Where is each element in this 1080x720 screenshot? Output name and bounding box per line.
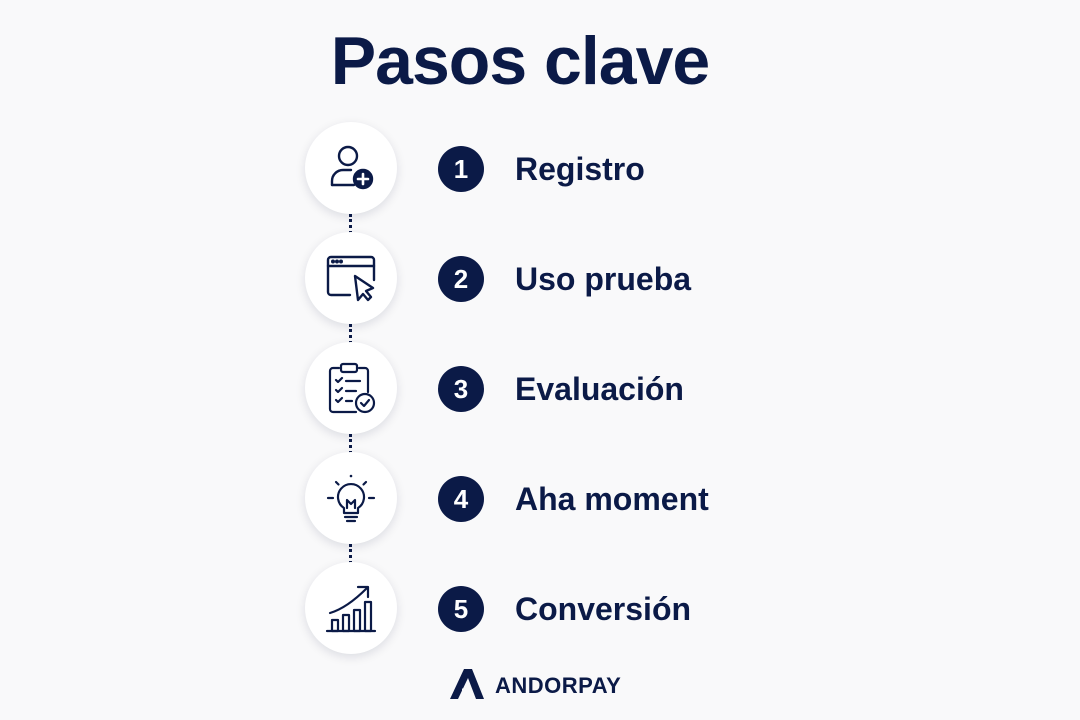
step-icon-circle: [305, 342, 397, 434]
growth-chart-icon: [325, 585, 377, 633]
step-icon-circle: [305, 122, 397, 214]
step-registro: 1 Registro: [0, 122, 1080, 214]
step-aha-moment: 4 Aha moment: [0, 452, 1080, 544]
user-add-icon: [330, 145, 374, 190]
brand-name: ANDORPAY: [495, 673, 622, 698]
dotted-connector: [349, 544, 352, 564]
step-icon-circle: [305, 232, 397, 324]
step-label: Conversión: [515, 591, 692, 627]
step-icon-circle: [305, 562, 397, 654]
brand-logo: ANDORPAY: [447, 666, 647, 702]
dotted-connector: [349, 214, 352, 234]
step-number-badge: 4: [438, 476, 484, 522]
step-number-badge: 3: [438, 366, 484, 412]
browser-cursor-icon: [326, 255, 376, 302]
lightbulb-icon: [326, 474, 376, 523]
dotted-connector: [349, 434, 352, 454]
dotted-connector: [349, 324, 352, 344]
clipboard-check-icon: [328, 362, 376, 414]
step-icon-circle: [305, 452, 397, 544]
andorpay-logo-icon: [450, 669, 484, 699]
step-evaluacion: 3 Evaluación: [0, 342, 1080, 434]
step-label: Evaluación: [515, 371, 684, 407]
page-title: Pasos clave: [330, 23, 710, 99]
step-label: Uso prueba: [515, 261, 692, 297]
step-label: Aha moment: [515, 481, 709, 517]
step-number-badge: 5: [438, 586, 484, 632]
step-conversion: 5 Conversión: [0, 562, 1080, 654]
step-number-badge: 2: [438, 256, 484, 302]
step-number-badge: 1: [438, 146, 484, 192]
step-label: Registro: [515, 151, 645, 187]
step-uso-prueba: 2 Uso prueba: [0, 232, 1080, 324]
